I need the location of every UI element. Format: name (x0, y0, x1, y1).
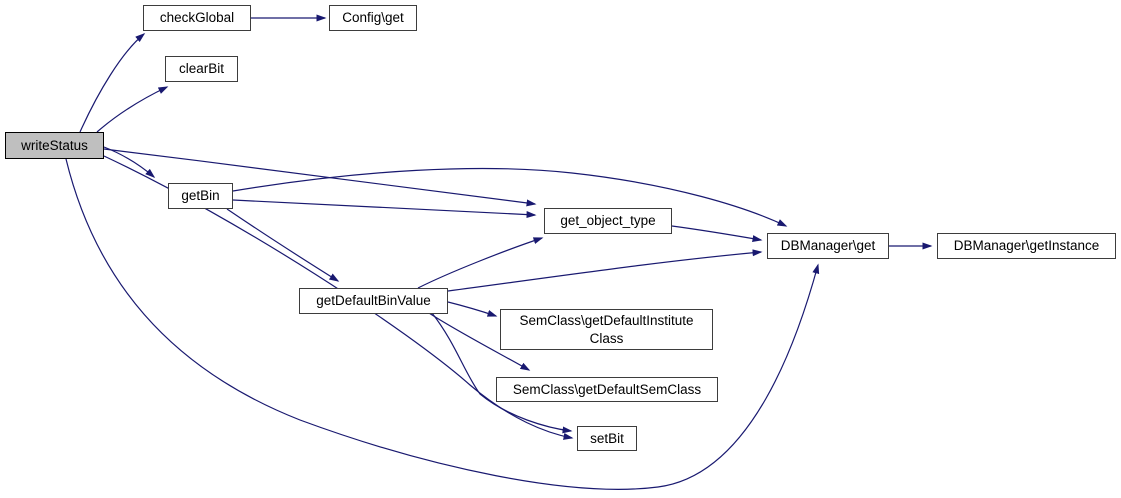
node-semclass-getdefaultinstituteclass[interactable]: SemClass\getDefaultInstitute Class (500, 309, 713, 350)
edge-getdefaultbinvalue-to-dbmanager-get (447, 249, 763, 292)
edge-writestatus-to-dbmanager-get (65, 158, 820, 490)
edge-group (65, 14, 933, 490)
edge-writestatus-to-get-object-type (103, 148, 537, 207)
node-config-get[interactable]: Config\get (329, 5, 417, 31)
node-dbmanager-getinstance[interactable]: DBManager\getInstance (937, 233, 1116, 259)
node-checkglobal[interactable]: checkGlobal (143, 5, 251, 31)
node-setbit[interactable]: setBit (577, 426, 637, 451)
edge-getbin-to-getdefaultbinvalue (226, 208, 340, 282)
edge-getdefaultbinvalue-to-setbit (431, 312, 573, 434)
edge-getbin-to-get-object-type (232, 199, 537, 219)
edge-getbin-to-dbmanager-get (232, 167, 788, 227)
node-getdefaultbinvalue[interactable]: getDefaultBinValue (299, 288, 448, 314)
node-semclass-getdefaultsemclass[interactable]: SemClass\getDefaultSemClass (496, 377, 718, 402)
edge-getdefaultbinvalue-to-semclass-getdefaultsemclass (428, 312, 531, 371)
node-dbmanager-get[interactable]: DBManager\get (767, 233, 889, 259)
edge-writestatus-to-getbin (103, 146, 156, 178)
node-writestatus[interactable]: writeStatus (5, 132, 104, 159)
edge-writestatus-to-clearbit (96, 86, 169, 133)
node-get-object-type[interactable]: get_object_type (544, 208, 672, 234)
edge-writestatus-to-checkglobal (79, 33, 146, 133)
edge-getdefaultbinvalue-to-semclass-getdefaultinstituteclass (447, 301, 498, 317)
edge-getdefaultbinvalue-to-get-object-type (417, 237, 544, 289)
node-clearbit[interactable]: clearBit (165, 56, 238, 82)
node-getbin[interactable]: getBin (168, 183, 233, 209)
edge-get-object-type-to-dbmanager-get (671, 225, 763, 243)
